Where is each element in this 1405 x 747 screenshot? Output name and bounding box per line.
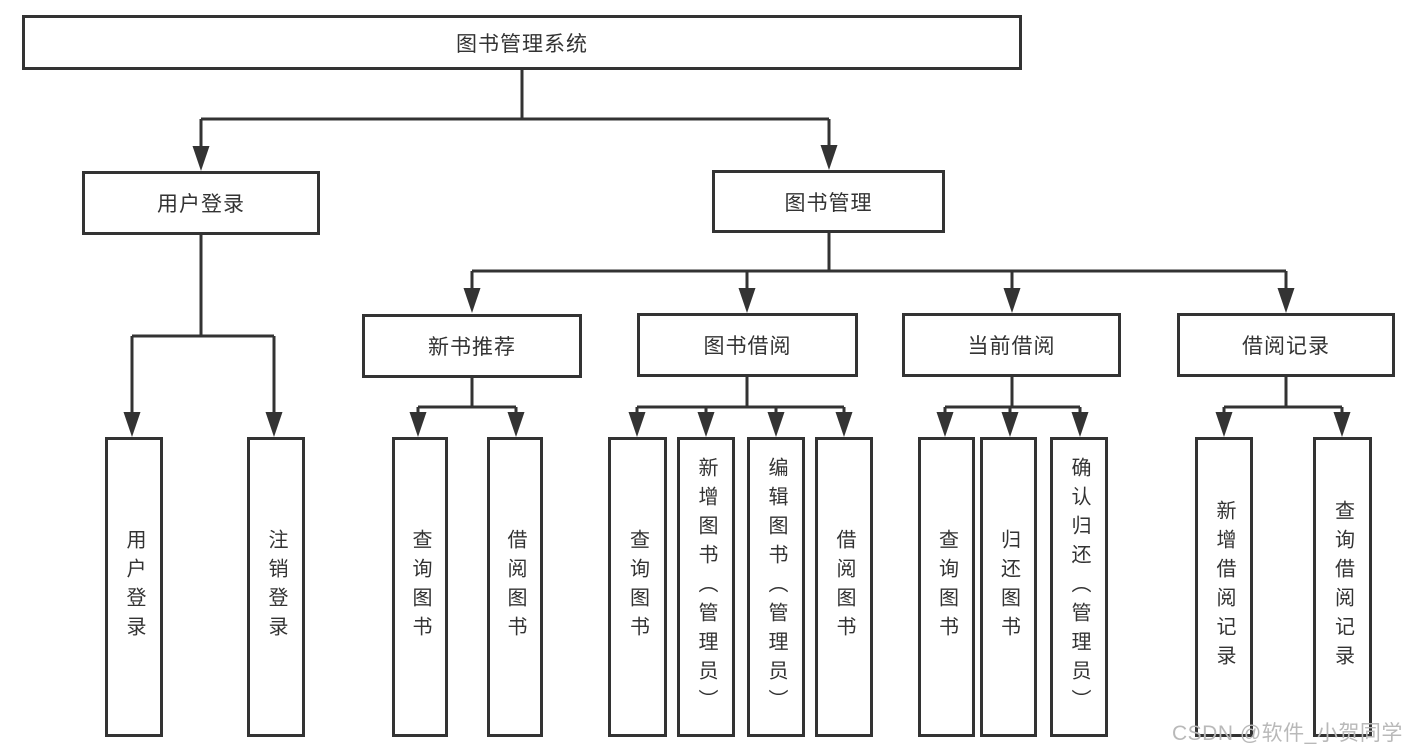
connector-book-borrow-children xyxy=(628,377,853,437)
node-user-login: 用户登录 xyxy=(82,171,320,235)
leaf-query-books-borrow-label: 查询图书 xyxy=(626,529,649,645)
node-new-book-recommend: 新书推荐 xyxy=(362,314,582,378)
leaf-edit-books-admin-label: 编辑图书（管理员） xyxy=(765,456,787,718)
connector-root-to-level2 xyxy=(192,70,838,171)
leaf-logout-login: 注销登录 xyxy=(247,437,305,737)
leaf-confirm-return-admin: 确认归还（管理员） xyxy=(1050,437,1108,737)
leaf-return-books-label: 归还图书 xyxy=(997,529,1020,645)
node-book-borrow: 图书借阅 xyxy=(637,313,858,377)
connector-current-borrow-children xyxy=(936,377,1089,437)
leaf-return-books: 归还图书 xyxy=(980,437,1037,737)
connector-user-login-children xyxy=(123,235,283,437)
leaf-add-books-admin-label: 新增图书（管理员） xyxy=(695,456,717,718)
leaf-query-books-borrow: 查询图书 xyxy=(608,437,667,737)
csdn-watermark: CSDN @软件_小贺同学 xyxy=(1172,722,1403,745)
leaf-query-books-recommend: 查询图书 xyxy=(392,437,448,737)
leaf-edit-books-admin: 编辑图书（管理员） xyxy=(747,437,805,737)
connector-borrow-records-children xyxy=(1215,377,1351,437)
leaf-user-login-label: 用户登录 xyxy=(123,529,145,645)
node-current-borrow: 当前借阅 xyxy=(902,313,1121,377)
connector-new-book-children xyxy=(409,378,525,437)
leaf-confirm-return-admin-label: 确认归还（管理员） xyxy=(1068,456,1090,718)
leaf-query-borrow-record: 查询借阅记录 xyxy=(1313,437,1372,737)
leaf-query-books-recommend-label: 查询图书 xyxy=(409,529,431,645)
leaf-borrow-books-recommend: 借阅图书 xyxy=(487,437,543,737)
leaf-logout-login-label: 注销登录 xyxy=(265,529,287,645)
leaf-borrow-books-label: 借阅图书 xyxy=(833,529,855,645)
leaf-query-borrow-record-label: 查询借阅记录 xyxy=(1331,500,1354,674)
leaf-add-borrow-record-label: 新增借阅记录 xyxy=(1213,500,1235,674)
node-borrow-records: 借阅记录 xyxy=(1177,313,1395,377)
connector-book-mgmt-to-level3 xyxy=(463,233,1295,313)
leaf-add-books-admin: 新增图书（管理员） xyxy=(677,437,735,737)
node-library-management-system: 图书管理系统 xyxy=(22,15,1022,70)
leaf-borrow-books-recommend-label: 借阅图书 xyxy=(504,529,526,645)
leaf-add-borrow-record: 新增借阅记录 xyxy=(1195,437,1253,737)
leaf-user-login: 用户登录 xyxy=(105,437,163,737)
leaf-query-books-current: 查询图书 xyxy=(918,437,975,737)
leaf-query-books-current-label: 查询图书 xyxy=(935,529,958,645)
leaf-borrow-books: 借阅图书 xyxy=(815,437,873,737)
node-book-management: 图书管理 xyxy=(712,170,945,233)
